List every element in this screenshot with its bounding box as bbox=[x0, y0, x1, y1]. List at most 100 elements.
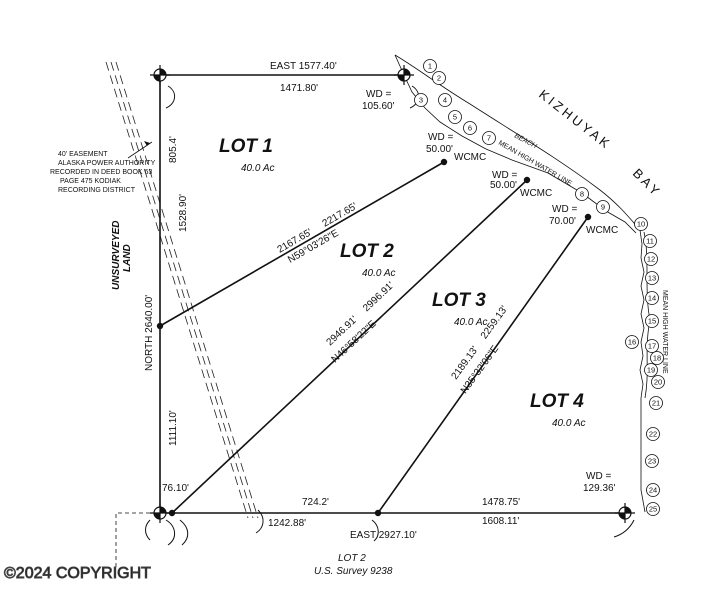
easement-arrow bbox=[144, 141, 150, 146]
lot-2-area: 40.0 Ac bbox=[362, 268, 396, 279]
meander-point-number: 23 bbox=[648, 457, 656, 466]
monument-icon bbox=[615, 503, 635, 523]
meander-point-number: 25 bbox=[649, 505, 657, 514]
meander-point: 12 bbox=[644, 252, 658, 266]
wd4-label: WD = bbox=[552, 204, 577, 215]
meander-point-number: 15 bbox=[648, 317, 656, 326]
meander-point: 14 bbox=[645, 291, 659, 305]
meander-point: 13 bbox=[645, 271, 659, 285]
svg-text:40' EASEMENT: 40' EASEMENT bbox=[58, 151, 108, 158]
meander-point-number: 5 bbox=[453, 113, 457, 122]
bottom-seg1: 724.2' bbox=[302, 497, 329, 508]
svg-text:RECORDING DISTRICT: RECORDING DISTRICT bbox=[58, 187, 136, 194]
meander-point-number: 10 bbox=[637, 220, 645, 229]
easement-lines bbox=[105, 61, 259, 519]
meander-point: 2 bbox=[432, 71, 446, 85]
meander-point-number: 14 bbox=[648, 294, 656, 303]
corner-arcs bbox=[145, 85, 635, 546]
meander-point: 22 bbox=[646, 427, 660, 441]
meander-point-number: 9 bbox=[601, 203, 605, 212]
easement-note: 40' EASEMENT ALASKA POWER AUTHORITY RECO… bbox=[50, 151, 156, 194]
meander-point: 18 bbox=[650, 351, 664, 365]
meander-point-number: 1 bbox=[428, 62, 432, 71]
shoreline bbox=[394, 54, 651, 513]
meander-point: 1 bbox=[423, 59, 437, 73]
witness-corner-dots bbox=[156, 158, 592, 517]
meander-point: 19 bbox=[644, 363, 658, 377]
meander-point: 15 bbox=[645, 314, 659, 328]
adjacent-lot-outline bbox=[115, 512, 150, 570]
lot-3-label: LOT 3 bbox=[432, 290, 486, 311]
svg-text:PAGE 475 KODIAK: PAGE 475 KODIAK bbox=[60, 178, 121, 185]
boundary-lines bbox=[159, 74, 625, 514]
wcmc-dot bbox=[440, 158, 448, 166]
meander-point-number: 24 bbox=[649, 486, 657, 495]
meander-point-number: 16 bbox=[628, 338, 636, 347]
beach-label: BEACH bbox=[513, 133, 538, 151]
wd1-label: WD = bbox=[366, 89, 391, 100]
meander-point-number: 11 bbox=[646, 237, 654, 246]
meander-point-number: 6 bbox=[468, 124, 472, 133]
meander-point: 23 bbox=[645, 454, 659, 468]
lot-3-area: 40.0 Ac bbox=[454, 317, 488, 328]
bottom-seg2: 1478.75' bbox=[482, 497, 520, 508]
meander-point: 5 bbox=[448, 110, 462, 124]
wd5-label: WD = bbox=[586, 471, 611, 482]
west-upper: 805.4' bbox=[168, 136, 179, 163]
west-corner: 76.10' bbox=[162, 483, 189, 494]
monument-icon bbox=[394, 65, 414, 85]
meander-point-number: 12 bbox=[647, 255, 655, 264]
meander-point-number: 21 bbox=[652, 399, 660, 408]
adjacent-survey: U.S. Survey 9238 bbox=[314, 566, 393, 577]
west-lower: 1111.10' bbox=[168, 410, 179, 446]
meander-point-number: 4 bbox=[443, 96, 447, 105]
bottom-seg2-total: 1608.11' bbox=[482, 516, 519, 527]
svg-text:ALASKA POWER AUTHORITY: ALASKA POWER AUTHORITY bbox=[58, 160, 156, 167]
monument-icon bbox=[150, 65, 170, 85]
wd3-tag: WCMC bbox=[520, 188, 552, 199]
lot-4-label: LOT 4 bbox=[530, 391, 584, 412]
meander-point-number: 17 bbox=[648, 342, 656, 351]
meander-point: 17 bbox=[645, 339, 659, 353]
wd5-value: 129.36' bbox=[583, 483, 616, 494]
copyright-text: ©2024 COPYRIGHT bbox=[4, 565, 151, 582]
meander-point: 3 bbox=[414, 93, 428, 107]
line-end-dot bbox=[156, 322, 164, 330]
monuments bbox=[150, 65, 635, 523]
meander-point-number: 19 bbox=[647, 366, 655, 375]
top-line-total: EAST 1577.40' bbox=[270, 61, 337, 72]
meander-point-number: 22 bbox=[649, 430, 657, 439]
meander-point-number: 2 bbox=[437, 74, 441, 83]
wcmc-dot bbox=[523, 176, 531, 184]
meander-point: 21 bbox=[649, 396, 663, 410]
meander-point: 4 bbox=[438, 93, 452, 107]
line-2-3-length2: 2996.91' bbox=[361, 280, 396, 314]
wd2-tag: WCMC bbox=[454, 152, 486, 163]
wd3-label: WD = bbox=[492, 170, 517, 181]
meander-point-number: 8 bbox=[580, 190, 584, 199]
mhwl-east-label: MEAN HIGH WATER LINE bbox=[661, 290, 668, 374]
lot-1-label: LOT 1 bbox=[219, 136, 273, 157]
meander-point: 20 bbox=[651, 375, 665, 389]
meander-point: 8 bbox=[575, 187, 589, 201]
meander-point-number: 20 bbox=[654, 378, 662, 387]
meander-point: 7 bbox=[482, 131, 496, 145]
line-end-dot bbox=[374, 509, 382, 517]
adjacent-lot: LOT 2 bbox=[338, 553, 366, 564]
west-total: NORTH 2640.00' bbox=[144, 295, 155, 371]
svg-text:RECORDED IN DEED BOOK 63: RECORDED IN DEED BOOK 63 bbox=[50, 169, 152, 176]
lot-1-area: 40.0 Ac bbox=[241, 163, 275, 174]
wcmc-dot bbox=[584, 213, 592, 221]
wd2-label: WD = bbox=[428, 132, 453, 143]
lot-4-area: 40.0 Ac bbox=[552, 418, 586, 429]
meander-point-number: 18 bbox=[653, 354, 661, 363]
west-upper-total: 1528.90' bbox=[178, 194, 189, 232]
unsurveyed-label-2: LAND bbox=[122, 244, 133, 272]
wd1-value: 105.60' bbox=[362, 101, 395, 112]
meander-point-number: 13 bbox=[648, 274, 656, 283]
lot-2-label: LOT 2 bbox=[340, 241, 394, 262]
meander-point-number: 3 bbox=[419, 96, 423, 105]
unsurveyed-label: UNSURVEYED bbox=[111, 221, 122, 290]
